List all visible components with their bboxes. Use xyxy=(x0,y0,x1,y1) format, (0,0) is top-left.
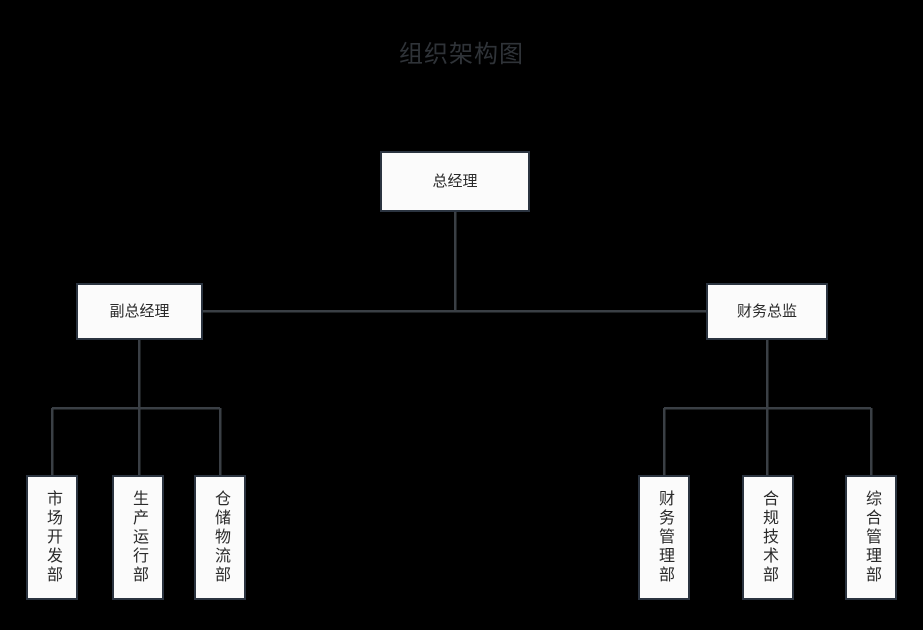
node-finance-director[interactable]: 财务总监 xyxy=(706,283,828,340)
node-warehouse-logistics-dept-label: 仓储物流部 xyxy=(212,490,229,585)
node-financial-management-dept[interactable]: 财务管理部 xyxy=(638,475,690,600)
page-title: 组织架构图 xyxy=(399,41,524,68)
node-financial-management-dept-label: 财务管理部 xyxy=(656,490,673,585)
node-deputy-general-manager[interactable]: 副总经理 xyxy=(76,283,203,340)
node-general-manager[interactable]: 总经理 xyxy=(380,151,530,212)
node-general-manager-label: 总经理 xyxy=(432,172,478,190)
node-deputy-general-manager-label: 副总经理 xyxy=(109,302,170,320)
node-finance-director-label: 财务总监 xyxy=(736,302,797,320)
node-warehouse-logistics-dept[interactable]: 仓储物流部 xyxy=(194,475,246,600)
node-market-development-dept-label: 市场开发部 xyxy=(44,490,61,585)
node-production-operations-dept[interactable]: 生产运行部 xyxy=(112,475,164,600)
node-compliance-technology-dept[interactable]: 合规技术部 xyxy=(742,475,794,600)
node-general-administration-dept[interactable]: 综合管理部 xyxy=(845,475,897,600)
node-market-development-dept[interactable]: 市场开发部 xyxy=(26,475,78,600)
node-compliance-technology-dept-label: 合规技术部 xyxy=(760,490,777,585)
node-general-administration-dept-label: 综合管理部 xyxy=(863,490,880,585)
node-production-operations-dept-label: 生产运行部 xyxy=(130,490,147,585)
